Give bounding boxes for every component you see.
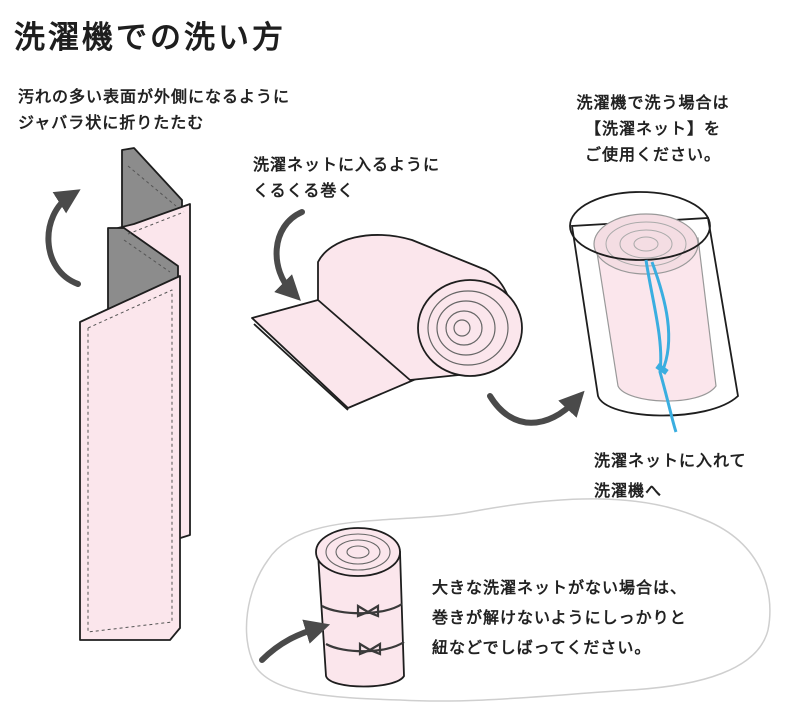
caption-line: 洗濯ネットに入れて <box>594 451 747 470</box>
caption-line: ご使用ください。 <box>584 145 721 164</box>
note-caption: 大きな洗濯ネットがない場合は、 巻きが解けないようにしっかりと 紐などでしばって… <box>432 573 687 663</box>
caption-line: 洗濯機へ <box>594 481 663 500</box>
folded-towel-illustration <box>79 147 191 641</box>
curved-arrow-icon <box>273 209 305 301</box>
step-fold-caption: 汚れの多い表面が外側になるように ジャバラ状に折りたたむ <box>18 84 290 136</box>
rolling-towel-illustration <box>251 234 523 411</box>
caption-line: 紐などでしばってください。 <box>432 638 652 657</box>
curved-arrow-icon <box>45 189 81 287</box>
caption-line: 洗濯ネットに入るように <box>253 155 441 174</box>
caption-line: 巻きが解けないようにしっかりと <box>432 608 687 627</box>
caption-line: 洗濯機で洗う場合は <box>576 93 730 112</box>
straight-arrow-icon <box>259 619 331 663</box>
curved-arrow-icon <box>487 390 585 426</box>
step-wash-caption: 洗濯ネットに入れて 洗濯機へ <box>594 446 747 506</box>
tied-roll-illustration <box>315 527 405 688</box>
step-net-caption: 洗濯機で洗う場合は 【洗濯ネット】を ご使用ください。 <box>538 90 768 168</box>
caption-line: 大きな洗濯ネットがない場合は、 <box>432 578 688 597</box>
caption-line: 【洗濯ネット】を <box>584 119 721 138</box>
caption-line: ジャバラ状に折りたたむ <box>18 113 205 132</box>
step-roll-caption: 洗濯ネットに入るように くるくる巻く <box>253 152 440 204</box>
laundry-net-illustration <box>569 191 739 433</box>
page-title: 洗濯機での洗い方 <box>14 20 286 56</box>
caption-line: くるくる巻く <box>253 181 355 200</box>
caption-line: 汚れの多い表面が外側になるように <box>18 87 291 106</box>
